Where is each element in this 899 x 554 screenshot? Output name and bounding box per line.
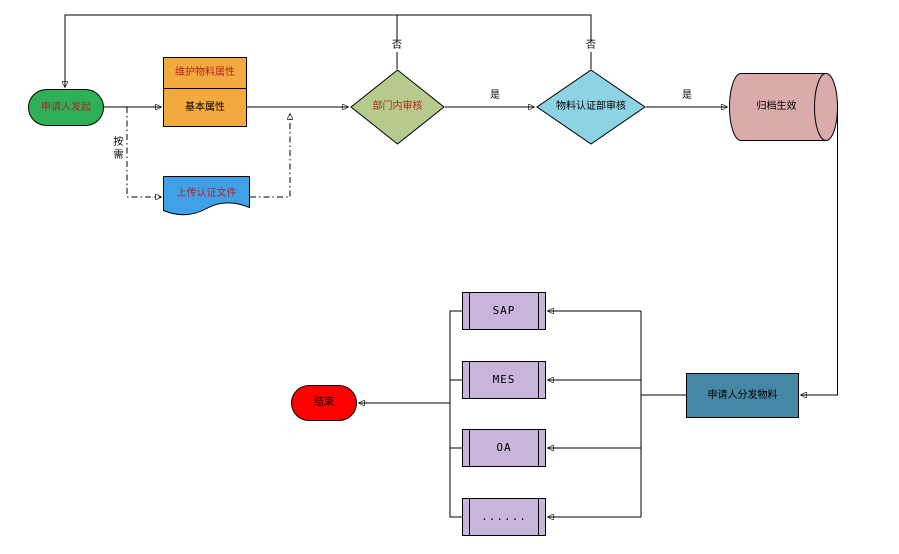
edge-label-yes-dept: 是	[489, 90, 501, 102]
start-node: 申请人发起	[28, 89, 104, 126]
archive-effective-label: 归档生效	[756, 101, 797, 113]
cert-review-decision: 物料认证部审核	[536, 69, 646, 145]
system-oa-label: OA	[496, 440, 512, 454]
document-shape	[163, 176, 250, 216]
start-label: 申请人发起	[41, 101, 91, 113]
archive-effective-node: 归档生效	[729, 73, 838, 141]
end-node: 结束	[291, 385, 357, 421]
end-label: 结束	[314, 397, 334, 409]
cylinder-shape	[729, 73, 838, 141]
edge-label-no-dept: 否	[391, 40, 403, 52]
edge-label-yes-cert: 是	[681, 90, 693, 102]
distribute-material-label: 申请人分发物料	[707, 389, 778, 401]
connector-upload-to-mainflow	[250, 114, 290, 198]
dept-review-decision: 部门内审核	[350, 69, 445, 145]
distribute-material-node: 申请人分发物料	[686, 373, 799, 418]
diamond-shape	[536, 69, 646, 145]
system-others-label: ......	[481, 509, 527, 523]
system-mes-label: MES	[492, 372, 516, 386]
cert-review-label: 物料认证部审核	[556, 101, 626, 113]
system-box-sap: SAP	[462, 292, 546, 330]
system-box-oa: OA	[462, 429, 546, 467]
connector-cert-review-no-loop-to-start	[65, 14, 592, 87]
connector-systems-collector	[449, 310, 462, 518]
maintain-attributes-node: 维护物料属性 基本属性	[163, 57, 247, 127]
system-sap-label: SAP	[492, 303, 516, 317]
system-box-others: ......	[462, 498, 546, 536]
system-box-mes: MES	[462, 361, 546, 399]
upload-certification-label: 上传认证文件	[176, 187, 237, 199]
dept-review-label: 部门内审核	[372, 101, 423, 113]
edge-label-as-needed: 按需	[110, 135, 122, 163]
upload-certification-node: 上传认证文件	[163, 176, 250, 219]
maintain-attributes-title: 维护物料属性	[175, 67, 235, 79]
maintain-attributes-subtitle: 基本属性	[185, 101, 225, 113]
maintain-attributes-title-cell: 维护物料属性	[164, 58, 246, 89]
edge-label-no-cert: 否	[585, 40, 597, 52]
maintain-attributes-basic-cell: 基本属性	[164, 89, 246, 126]
connector-archive-to-distribute	[801, 107, 838, 395]
diamond-shape	[350, 69, 445, 145]
connector-asneeded-to-upload	[126, 107, 161, 197]
